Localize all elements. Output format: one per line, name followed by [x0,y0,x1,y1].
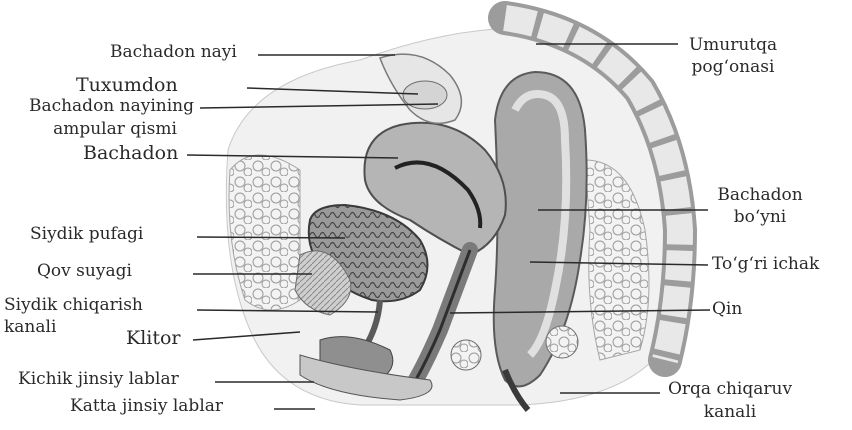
label-tuxumdon: Tuxumdon [76,75,178,96]
label-kichik-jinsiy-lablar: Kichik jinsiy lablar [18,370,179,389]
label-orqa-2: kanali [660,403,800,422]
label-togri-ichak: To‘g‘ri ichak [712,255,819,274]
label-umurtqa-1: Umurutqa [678,36,788,55]
label-ampular-2: ampular qismi [50,120,180,139]
label-umurtqa-2: pog‘onasi [678,58,788,77]
label-siydik-chiqarish-1: Siydik chiqarish [4,296,143,315]
label-ampular-1: Bachadon nayining [4,97,194,116]
label-orqa-1: Orqa chiqaruv [660,380,800,399]
label-qov-suyagi: Qov suyagi [37,262,132,281]
label-qin: Qin [712,300,742,319]
label-bachadon-boyni-1: Bachadon [700,186,820,205]
label-siydik-chiqarish-2: kanali [4,318,56,337]
label-klitor: Klitor [126,328,181,349]
label-bachadon: Bachadon [83,143,178,164]
label-bachadon-boyni-2: bo‘yni [700,208,820,227]
leader-siydik-pufagi [197,237,345,238]
label-katta-jinsiy-lablar: Katta jinsiy lablar [70,397,223,416]
label-bachadon-nayi: Bachadon nayi [110,43,237,62]
label-siydik-pufagi: Siydik pufagi [30,225,143,244]
